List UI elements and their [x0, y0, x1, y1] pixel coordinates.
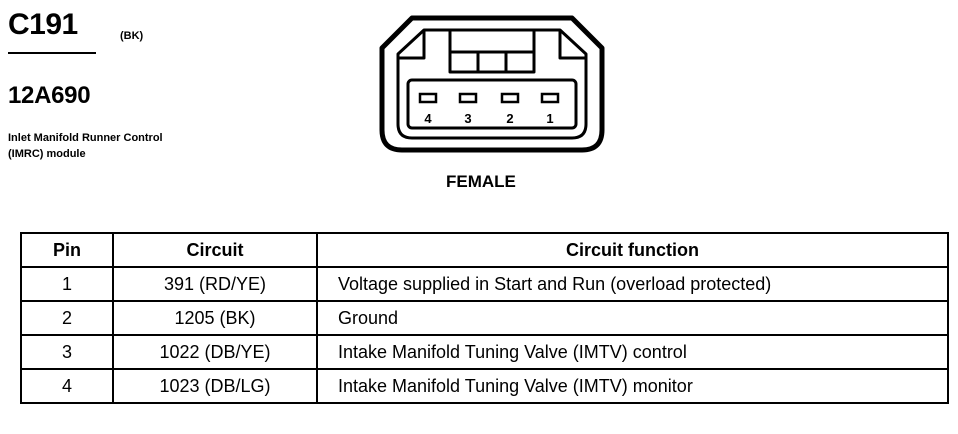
cell-pin: 4 — [20, 368, 114, 404]
pin-label-3: 3 — [464, 111, 471, 126]
pin-cavity-3 — [458, 92, 478, 104]
cell-pin: 2 — [20, 300, 114, 336]
pin-label-2: 2 — [506, 111, 513, 126]
cell-circuit: 1205 (BK) — [112, 300, 318, 336]
cell-pin: 1 — [20, 266, 114, 302]
pinout-table: Pin Circuit Circuit function 1 391 (RD/Y… — [20, 232, 949, 404]
part-number: 12A690 — [8, 82, 91, 109]
connector-color: (BK) — [120, 30, 144, 42]
table-row: 1 391 (RD/YE) Voltage supplied in Start … — [20, 266, 949, 302]
cell-function: Intake Manifold Tuning Valve (IMTV) cont… — [316, 334, 949, 370]
pin-cavity-window — [406, 78, 578, 130]
connector-gender: FEMALE — [446, 172, 516, 191]
pin-cavity-2 — [500, 92, 520, 104]
connector-description: Inlet Manifold Runner Control (IMRC) mod… — [8, 132, 163, 160]
table-row: 3 1022 (DB/YE) Intake Manifold Tuning Va… — [20, 334, 949, 370]
connector-face-diagram: 4 3 2 1 — [379, 15, 605, 153]
connector-id-underline — [8, 52, 96, 54]
cell-function: Ground — [316, 300, 949, 336]
header-circuit-function: Circuit function — [316, 232, 949, 268]
connector-inner-outline — [396, 28, 588, 140]
cell-pin: 3 — [20, 334, 114, 370]
pin-cavity-4 — [418, 92, 438, 104]
table-row: 2 1205 (BK) Ground — [20, 300, 949, 336]
table-header-row: Pin Circuit Circuit function — [20, 232, 949, 268]
cell-function: Intake Manifold Tuning Valve (IMTV) moni… — [316, 368, 949, 404]
header-circuit: Circuit — [112, 232, 318, 268]
header-pin: Pin — [20, 232, 114, 268]
pin-cavity-1 — [540, 92, 560, 104]
cell-circuit: 1022 (DB/YE) — [112, 334, 318, 370]
table-row: 4 1023 (DB/LG) Intake Manifold Tuning Va… — [20, 368, 949, 404]
connector-id: C191 — [8, 8, 78, 41]
cell-circuit: 391 (RD/YE) — [112, 266, 318, 302]
latch-left — [398, 30, 426, 60]
cell-function: Voltage supplied in Start and Run (overl… — [316, 266, 949, 302]
connector-shell-outline — [379, 15, 605, 153]
cell-circuit: 1023 (DB/LG) — [112, 368, 318, 404]
latch-right — [558, 30, 586, 60]
pin-label-4: 4 — [424, 111, 432, 126]
pin-label-1: 1 — [546, 111, 553, 126]
